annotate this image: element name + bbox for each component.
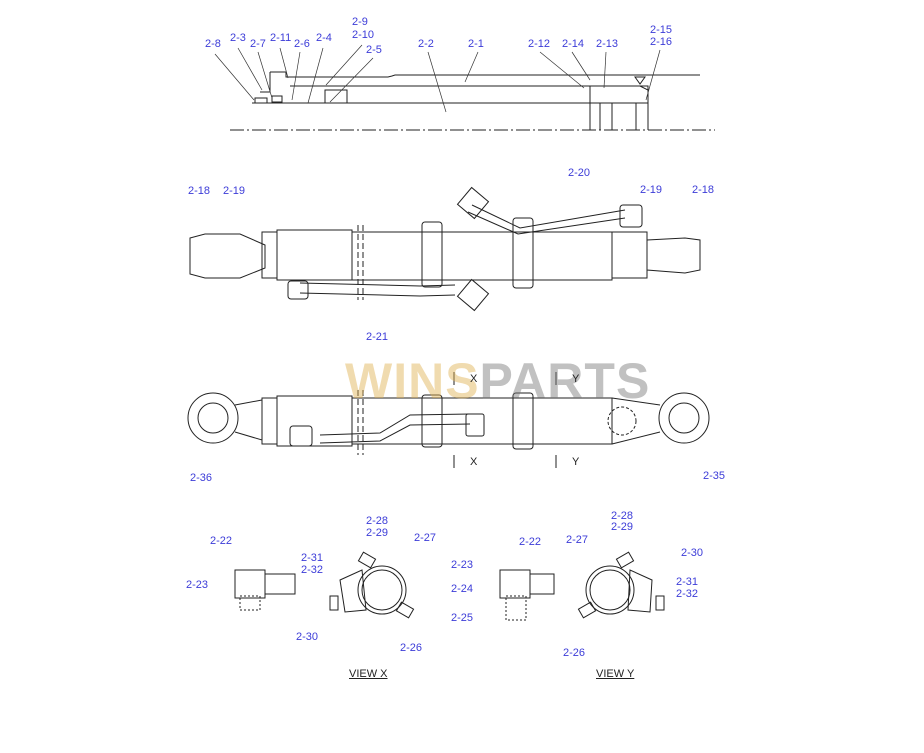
view-y-drawing <box>499 551 665 621</box>
callout-label: 2-28 <box>366 515 389 527</box>
callout-label: 2-1 <box>468 38 484 50</box>
callout-label: 2-24 <box>451 583 474 595</box>
view-y-title: VIEW Y <box>596 668 635 680</box>
callout-label: 2-2 <box>418 38 434 50</box>
callout-label: 2-22 <box>210 535 233 547</box>
callout-label: 2-36 <box>190 472 213 484</box>
callout-label: 2-23 <box>451 559 474 571</box>
callout-label: 2-28 <box>611 510 634 522</box>
callout-label: 2-12 <box>528 38 551 50</box>
watermark-logo: WINSPARTS <box>345 353 651 409</box>
callout-label: 2-16 <box>650 36 673 48</box>
callout-label: 2-30 <box>681 547 704 559</box>
callout-label: 2-22 <box>519 536 542 548</box>
callout-label: 2-32 <box>301 564 324 576</box>
callout-label: 2-27 <box>414 532 437 544</box>
callout-label: 2-25 <box>451 612 474 624</box>
leader-lines-top <box>214 44 661 113</box>
callout-label: 2-21 <box>366 331 389 343</box>
callout-label: 2-18 <box>188 185 211 197</box>
callout-label: 2-10 <box>352 29 375 41</box>
callout-label: 2-14 <box>562 38 585 50</box>
callout-label: 2-26 <box>400 642 423 654</box>
callout-label: 2-31 <box>676 576 699 588</box>
callout-label: 2-5 <box>366 44 382 56</box>
cylinder-top-view <box>189 186 701 312</box>
view-x-drawing <box>234 551 415 619</box>
cylinder-side-view <box>187 372 710 468</box>
callout-label: 2-9 <box>352 16 368 28</box>
callout-label: 2-30 <box>296 631 319 643</box>
callout-label: 2-3 <box>230 32 246 44</box>
callout-label: 2-29 <box>366 527 389 539</box>
callout-label: 2-13 <box>596 38 619 50</box>
section-view-top <box>230 71 715 131</box>
callout-label: 2-19 <box>223 185 246 197</box>
callout-label: 2-15 <box>650 24 673 36</box>
callout-label: 2-35 <box>703 470 726 482</box>
callout-label: 2-31 <box>301 552 324 564</box>
section-marker-x: X <box>470 373 478 385</box>
callout-label: 2-18 <box>692 184 715 196</box>
callout-label: 2-29 <box>611 521 634 533</box>
callout-label: 2-8 <box>205 38 221 50</box>
callout-label: 2-23 <box>186 579 209 591</box>
callout-label: 2-20 <box>568 167 591 179</box>
callout-label: 2-7 <box>250 38 266 50</box>
callout-label: 2-4 <box>316 32 332 44</box>
callout-label: 2-6 <box>294 38 310 50</box>
section-marker-x: X <box>470 456 478 468</box>
section-marker-y: Y <box>572 456 580 468</box>
callout-label: 2-11 <box>270 32 292 44</box>
callout-label: 2-27 <box>566 534 589 546</box>
section-marker-y: Y <box>572 373 580 385</box>
callout-label: 2-32 <box>676 588 699 600</box>
view-x-title: VIEW X <box>349 668 388 680</box>
callout-label: 2-19 <box>640 184 663 196</box>
callout-label: 2-26 <box>563 647 586 659</box>
